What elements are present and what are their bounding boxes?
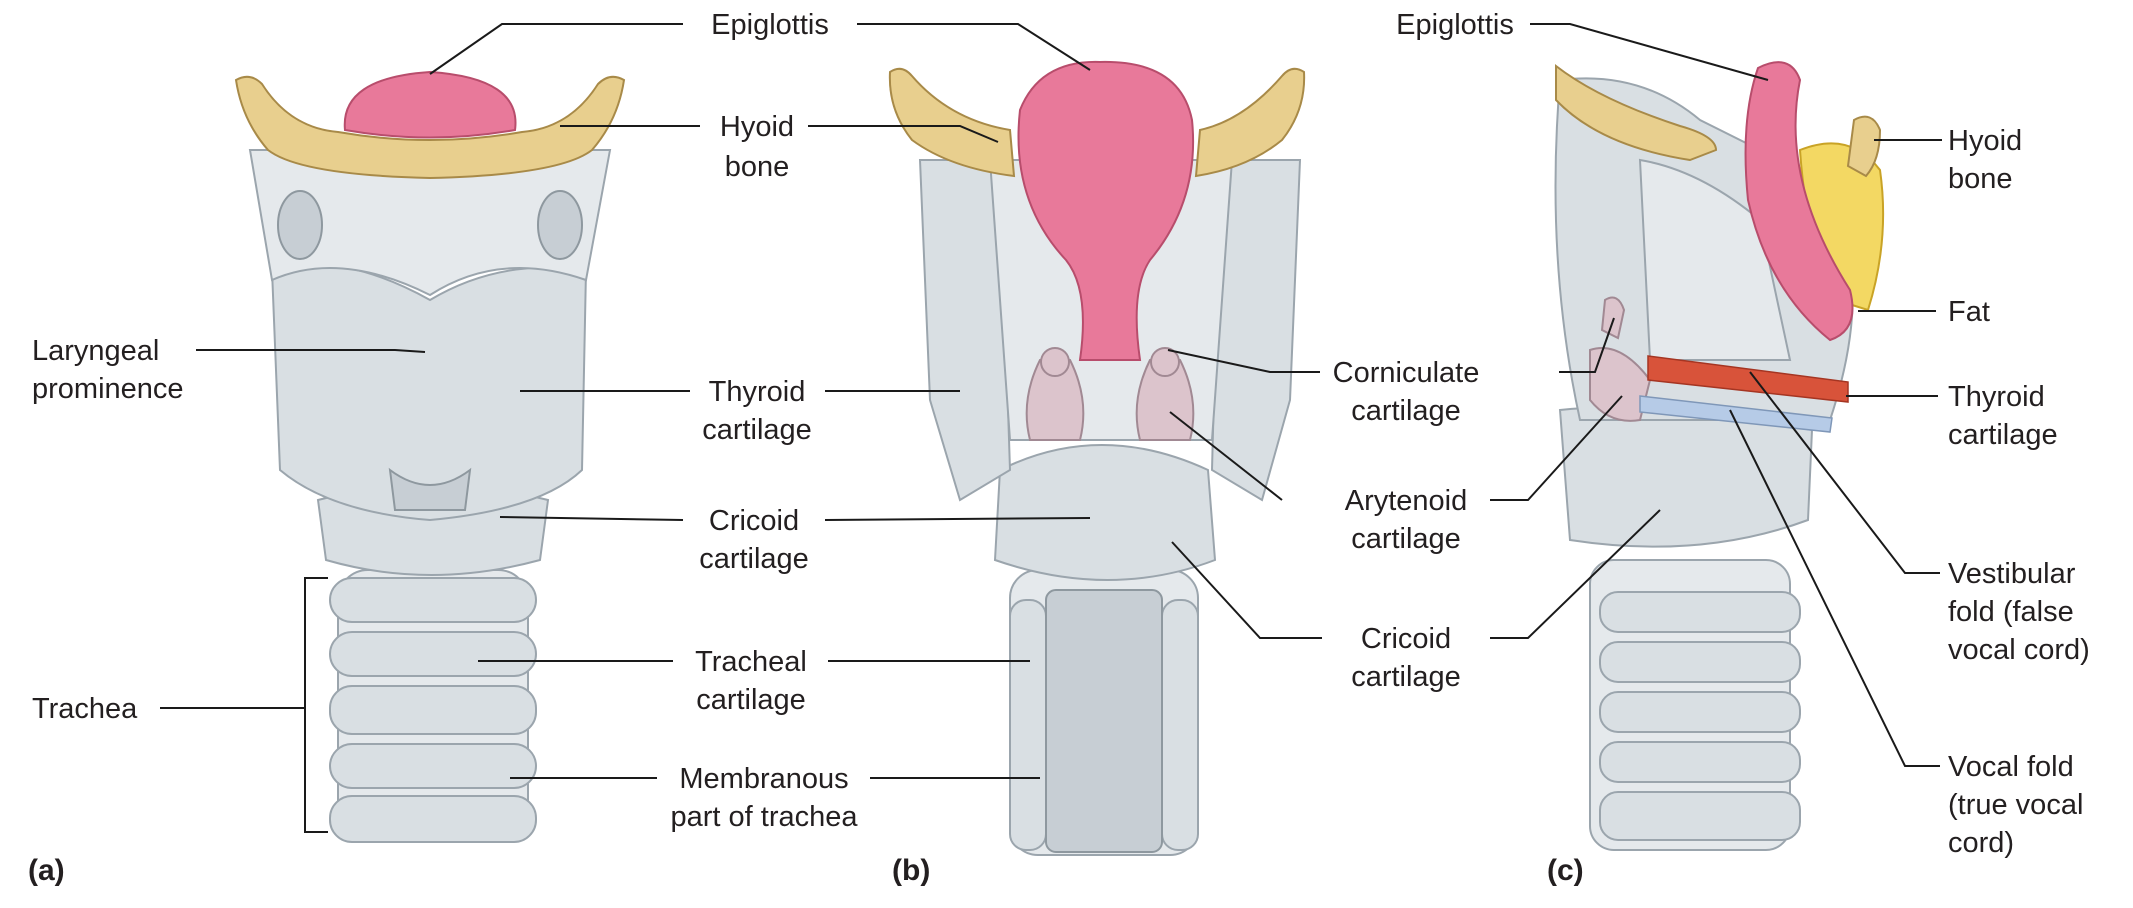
label-laryngeal-line2: prominence: [32, 373, 184, 405]
label-hyoid-ab-line1: Hyoid: [720, 111, 794, 143]
label-laryngeal-line1: Laryngeal: [32, 335, 159, 367]
leader-c-epiglottis: [1530, 23, 1769, 81]
panel-a-thyroid-cartilage: [270, 263, 588, 522]
panel-b-corniculate-left: [1040, 347, 1070, 377]
panel-b-tracheal-cartilage-right: [1161, 599, 1199, 851]
leader-a-laryngeal: [196, 349, 426, 353]
panel-a-illustration: [234, 70, 626, 843]
label-arytenoid-line2: cartilage: [1351, 523, 1461, 555]
leader-c-cricoid: [1490, 509, 1661, 639]
panel-b-illustration: [888, 60, 1306, 856]
leader-c-corniculate: [1559, 317, 1615, 373]
panel-c-illustration: [1554, 61, 1885, 851]
bracket-a-trachea: [304, 577, 328, 833]
panel-c-cricoid-cartilage: [1558, 406, 1814, 548]
panel-a-tracheal-ring: [329, 743, 537, 789]
leader-a-cricoid: [499, 516, 684, 521]
label-vestibular-line1: Vestibular: [1948, 558, 2076, 590]
label-tracheal-line1: Tracheal: [695, 646, 807, 678]
panel-c-hyoid-end: [1846, 115, 1882, 178]
label-corniculate-line1: Corniculate: [1333, 357, 1480, 389]
panel-a-cricothyroid-gap: [388, 467, 472, 511]
label-cricoid-bc-line1: Cricoid: [1361, 623, 1451, 655]
leader-b-epiglottis: [857, 23, 1091, 71]
leader-b-cricoid: [1171, 541, 1322, 639]
leader-c-vocal: [1729, 409, 1940, 767]
label-hyoid-c-line2: bone: [1948, 163, 2013, 195]
panel-a-tracheal-ring: [329, 631, 537, 677]
panel-c-tracheal-ring: [1599, 791, 1801, 841]
leader-b-corniculate: [1167, 349, 1320, 373]
leader-c-vestibular: [1749, 371, 1940, 574]
label-membranous-line2: part of trachea: [671, 801, 859, 833]
panel-a-tracheal-ring: [329, 795, 537, 843]
panel-label-a: (a): [28, 854, 65, 887]
label-vocal-line2: (true vocal: [1948, 789, 2083, 821]
panel-b-tracheal-cartilage-left: [1009, 599, 1047, 851]
leader-b-cricoid-mid: [824, 517, 1091, 521]
label-corniculate-line2: cartilage: [1351, 395, 1461, 427]
panel-b-hyoid-right: [1194, 67, 1306, 178]
label-vocal-line1: Vocal fold: [1948, 751, 2074, 783]
label-thyroid-ab-line2: cartilage: [702, 414, 812, 446]
panel-a-superior-horn: [277, 190, 323, 260]
panel-c-vocal-fold: [1639, 395, 1833, 433]
leader-b-hyoid: [808, 125, 999, 143]
panel-b-trachea: [1009, 569, 1199, 856]
panel-a-superior-horn: [537, 190, 583, 260]
label-thyroid-ab-line1: Thyroid: [709, 376, 806, 408]
panel-label-b: (b): [892, 854, 930, 887]
panel-c-tracheal-ring: [1599, 641, 1801, 683]
panel-a-epiglottis: [343, 70, 517, 139]
panel-b-hyoid-left: [888, 67, 1016, 178]
panel-a-tracheal-ring: [329, 577, 537, 623]
panel-c-tracheal-ring: [1599, 591, 1801, 633]
leader-lines: [160, 23, 1942, 833]
leader-a-epiglottis: [429, 23, 683, 75]
label-thyroid-c-line1: Thyroid: [1948, 381, 2045, 413]
label-vestibular-line3: vocal cord): [1948, 634, 2090, 666]
label-thyroid-c-line2: cartilage: [1948, 419, 2058, 451]
panel-b-corniculate-right: [1150, 347, 1180, 377]
label-arytenoid-line1: Arytenoid: [1345, 485, 1468, 517]
label-vocal-line3: cord): [1948, 827, 2014, 859]
panel-a-hyoid-bone: [234, 75, 626, 180]
panel-a-thyrohyoid-membrane: [248, 149, 612, 297]
label-hyoid-c-line1: Hyoid: [1948, 125, 2022, 157]
panel-c-trachea: [1589, 559, 1801, 851]
panel-b-membranous-wall: [1045, 589, 1163, 853]
panel-a-trachea: [329, 569, 537, 843]
label-epiglottis-ab: Epiglottis: [711, 9, 829, 41]
panel-c-epiglottis: [1744, 61, 1854, 342]
label-vestibular-line2: fold (false: [1948, 596, 2074, 628]
panel-b-cricoid-cartilage: [993, 444, 1217, 581]
label-epiglottis-c: Epiglottis: [1396, 9, 1514, 41]
panel-label-c: (c): [1547, 854, 1584, 887]
leader-b-arytenoid: [1169, 411, 1283, 501]
panel-c-tracheal-ring: [1599, 741, 1801, 783]
panel-b-epiglottis: [1017, 60, 1195, 361]
label-trachea: Trachea: [32, 693, 138, 725]
panel-a-tracheal-ring: [329, 685, 537, 735]
label-cricoid-bc-line2: cartilage: [1351, 661, 1461, 693]
panel-b-arytenoid-left: [1025, 359, 1085, 441]
label-membranous-line1: Membranous: [679, 763, 848, 795]
panel-c-vestibular-fold: [1647, 355, 1849, 403]
panel-c-corniculate: [1600, 296, 1626, 340]
label-tracheal-line2: cartilage: [696, 684, 806, 716]
label-cricoid-ab-line2: cartilage: [699, 543, 809, 575]
label-fat: Fat: [1948, 296, 1990, 328]
panel-c-hyoid-body: [1555, 63, 1718, 162]
label-cricoid-ab-line1: Cricoid: [709, 505, 799, 537]
panel-c-tracheal-ring: [1599, 691, 1801, 733]
labels: Epiglottis Hyoid bone Laryngeal prominen…: [28, 9, 2090, 887]
label-hyoid-ab-line2: bone: [725, 151, 790, 183]
leader-c-arytenoid: [1490, 395, 1623, 501]
